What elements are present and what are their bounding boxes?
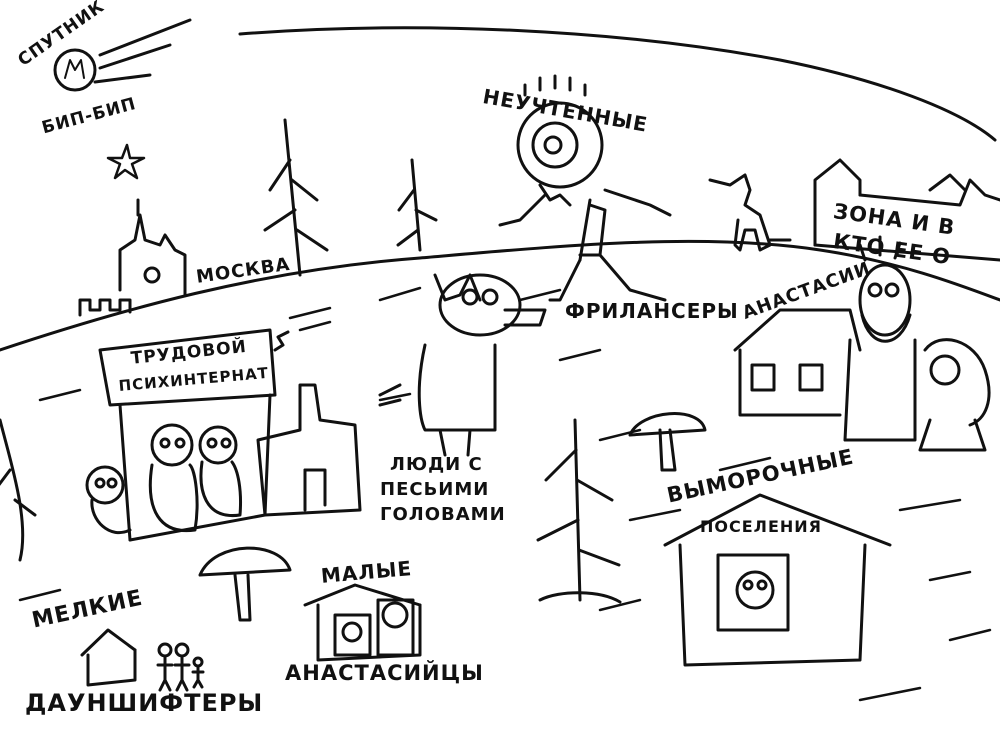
small-anastasians-hut xyxy=(303,583,422,662)
zone-fence-drawing xyxy=(813,158,1000,262)
freelancers-label: ФРИЛАНСЕРЫ xyxy=(565,299,739,323)
unaccounted-creature xyxy=(498,74,672,302)
wolf-drawing xyxy=(708,173,792,252)
kremlin-drawing xyxy=(78,143,187,317)
small-anastasians-label-line2: АНАСТАСИЙЦЫ xyxy=(285,661,484,685)
sky-arc-line xyxy=(238,26,997,142)
old-woman-drawing xyxy=(918,338,991,452)
fir-trees xyxy=(0,118,622,604)
dog-heads-label-line2: ПЕСЬИМИ xyxy=(380,479,490,500)
factory-drawing xyxy=(256,330,362,517)
hill-line xyxy=(0,239,1000,352)
dog-heads-label-line1: ЛЮДИ С xyxy=(390,454,483,475)
bearded-man-drawing xyxy=(843,235,917,442)
anastasians-hut xyxy=(733,308,862,417)
sputnik-drawing xyxy=(53,18,192,92)
snow-strokes xyxy=(18,286,992,702)
petty-downshifters xyxy=(80,628,205,692)
escheated-hut xyxy=(663,493,892,667)
internat-residents xyxy=(85,423,242,535)
dog-heads-label-line3: ГОЛОВАМИ xyxy=(380,504,506,525)
dog-headed-person xyxy=(378,273,547,457)
petty-downshifters-label-line2: ДАУНШИФТЕРЫ xyxy=(25,689,264,717)
labor-internat-building xyxy=(98,328,277,542)
escheated-label-line2: ПОСЕЛЕНИЯ xyxy=(700,517,822,536)
mushrooms xyxy=(198,412,707,622)
